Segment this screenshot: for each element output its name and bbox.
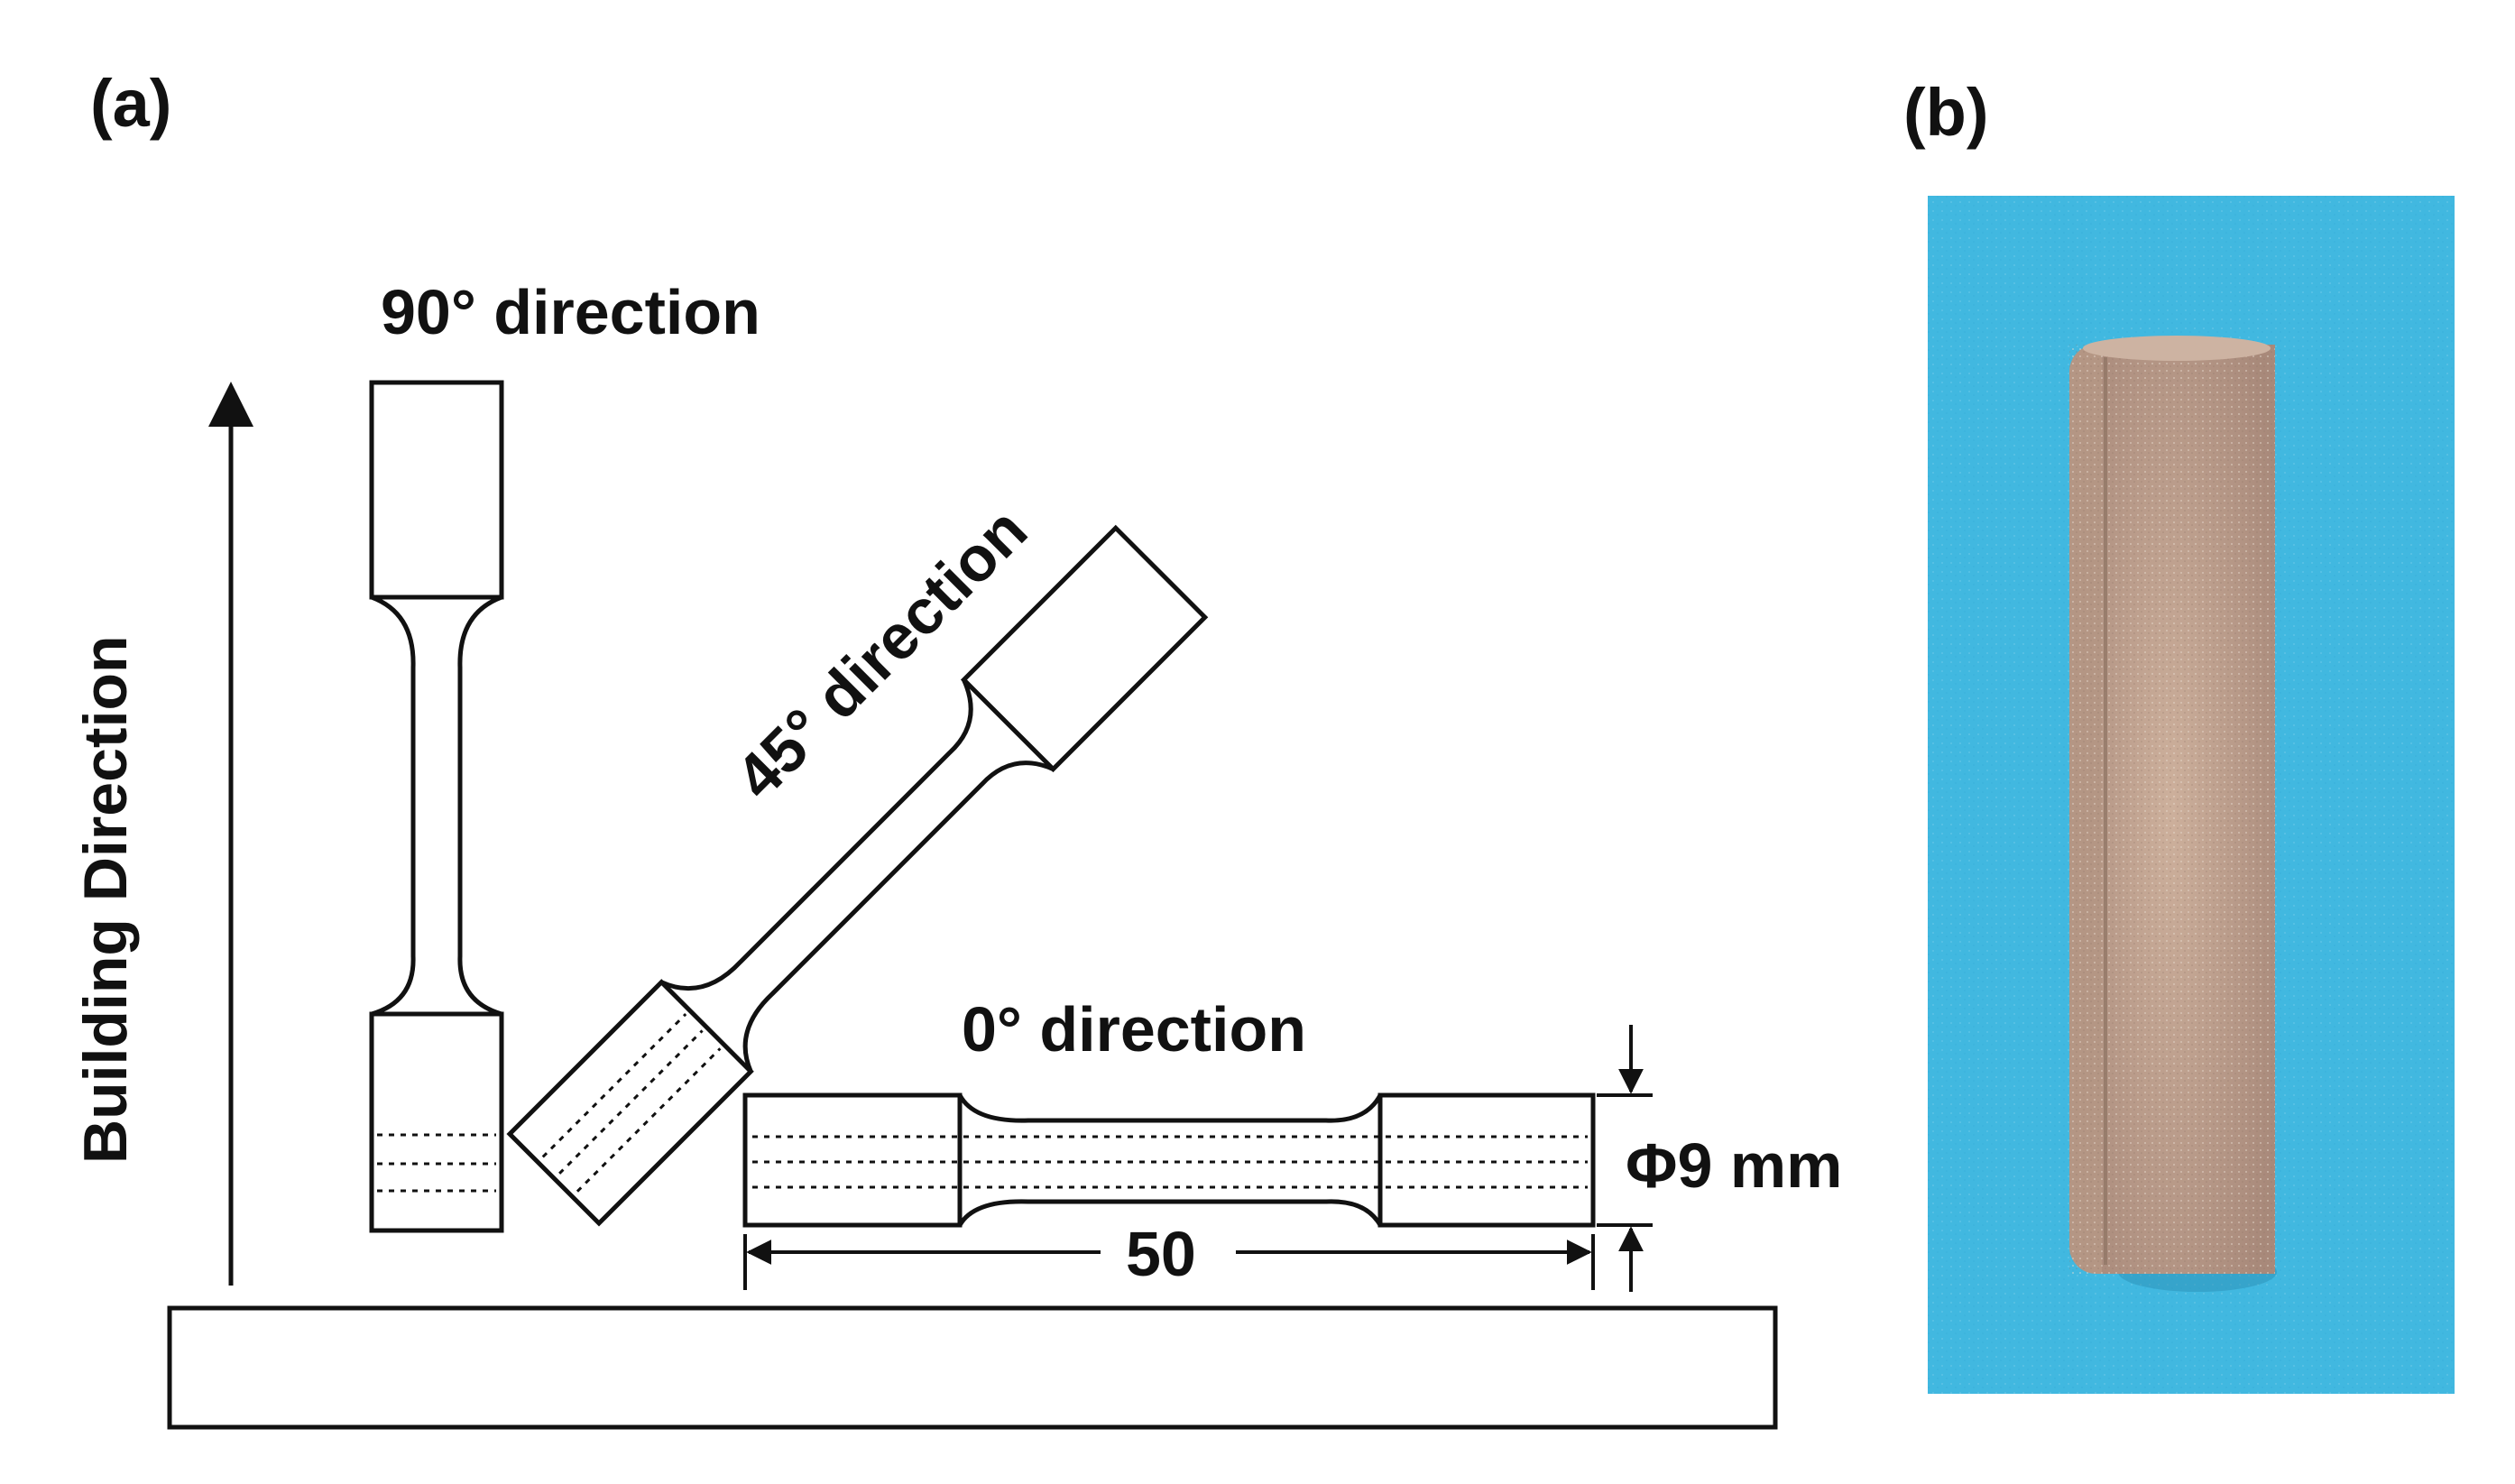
build-plate — [167, 1305, 1778, 1430]
specimen-90-label: 90° direction — [381, 277, 760, 347]
cylindrical-rod — [2069, 336, 2275, 1274]
specimen-45-degree — [506, 524, 1209, 1227]
specimen-0-degree — [742, 1092, 1596, 1228]
specimen-90-degree — [369, 380, 504, 1233]
specimen-0-label: 0° direction — [962, 994, 1306, 1065]
length-dimension — [743, 1234, 1595, 1290]
diameter-dimension — [1597, 1025, 1653, 1292]
panel-b-label: (b) — [1903, 75, 1989, 150]
length-dimension-label: 50 — [1126, 1219, 1196, 1289]
building-direction-label: Building Direction — [71, 635, 140, 1164]
diameter-dimension-label: Φ9 mm — [1626, 1130, 1842, 1201]
sample-photo — [1928, 196, 2455, 1394]
panel-a-label: (a) — [90, 66, 171, 141]
